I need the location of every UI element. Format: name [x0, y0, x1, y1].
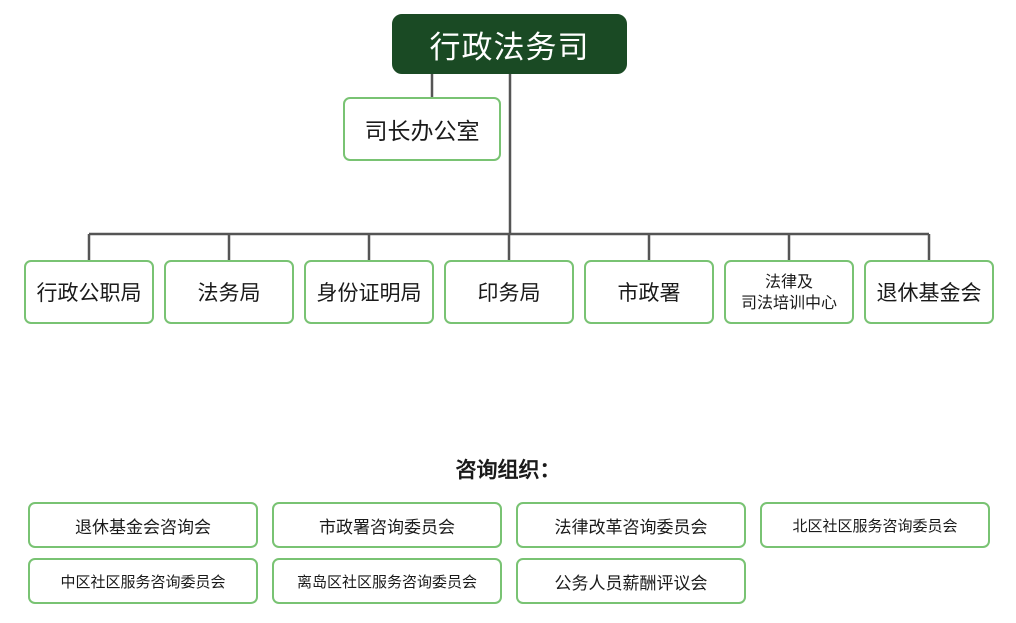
committee-box: 法律改革咨询委员会 [516, 502, 746, 548]
unit-label: 印务局 [477, 281, 541, 305]
unit-node: 身份证明局 [304, 260, 434, 324]
unit-label: 身份证明局 [316, 281, 422, 305]
committee-label: 市政署咨询委员会 [319, 517, 455, 538]
unit-label: 市政署 [617, 281, 681, 305]
office-node: 司长办公室 [343, 97, 501, 161]
unit-label-line-1: 法律及 [764, 272, 813, 291]
unit-label: 退休基金会 [876, 281, 982, 305]
root-node: 行政法务司 [392, 14, 627, 74]
unit-node: 行政公职局 [24, 260, 154, 324]
committee-label: 公务人员薪酬评议会 [554, 573, 708, 594]
unit-node: 印务局 [444, 260, 574, 324]
committee-box: 北区社区服务咨询委员会 [760, 502, 990, 548]
unit-label: 法务局 [197, 281, 261, 305]
committee-box: 退休基金会咨询会 [28, 502, 258, 548]
committee-label: 离岛区社区服务咨询委员会 [296, 572, 477, 591]
unit-label-line-2: 司法培训中心 [740, 293, 837, 312]
unit-node: 法务局 [164, 260, 294, 324]
advisory-heading: 咨询组织： [455, 458, 561, 482]
unit-node: 法律及 司法培训中心 [724, 260, 854, 324]
committee-label: 中区社区服务咨询委员会 [60, 572, 226, 591]
committee-box: 公务人员薪酬评议会 [516, 558, 746, 604]
office-label: 司长办公室 [364, 119, 480, 145]
committee-box: 市政署咨询委员会 [272, 502, 502, 548]
committee-box: 离岛区社区服务咨询委员会 [272, 558, 502, 604]
committee-label: 北区社区服务咨询委员会 [792, 516, 958, 535]
unit-node: 退休基金会 [864, 260, 994, 324]
unit-node: 市政署 [584, 260, 714, 324]
root-label: 行政法务司 [429, 29, 590, 66]
committee-label: 退休基金会咨询会 [75, 517, 211, 538]
committee-box: 中区社区服务咨询委员会 [28, 558, 258, 604]
committee-label: 法律改革咨询委员会 [554, 517, 708, 538]
unit-label: 行政公职局 [36, 281, 142, 305]
